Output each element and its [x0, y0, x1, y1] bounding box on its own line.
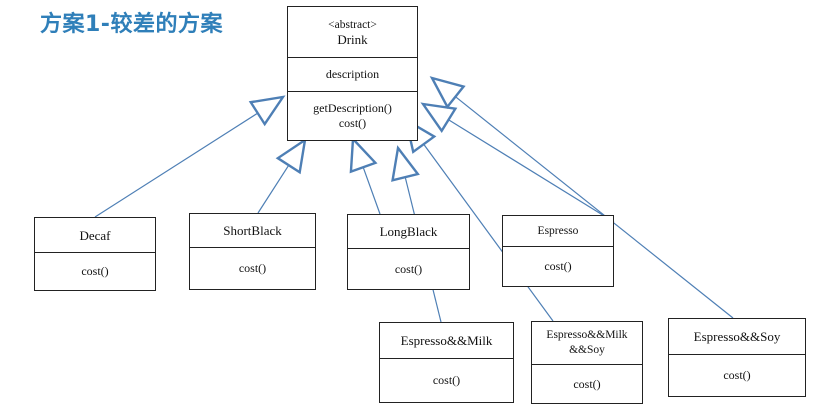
class-name: Espresso	[537, 224, 579, 237]
class-name: ShortBlack	[223, 223, 282, 238]
class-decaf: Decaf cost()	[34, 217, 156, 291]
class-shortblack: ShortBlack cost()	[189, 213, 316, 290]
arrow-espresso-head	[420, 102, 458, 134]
class-name: Espresso&&Milk	[400, 333, 493, 348]
class-espresso-milk: Espresso&&Milk cost()	[379, 322, 514, 403]
class-drink: <abstract> Drink description getDescript…	[287, 6, 418, 141]
arrow-longblack-line	[362, 167, 381, 215]
diagram-title: 方案1-较差的方案	[40, 12, 223, 37]
class-drink-attribute: description	[325, 67, 380, 81]
class-name: Decaf	[79, 227, 111, 243]
class-drink-attributes: description	[288, 57, 417, 91]
class-longblack: LongBlack cost()	[347, 214, 470, 290]
arrow-espresso-soy-line	[455, 96, 734, 319]
class-drink-method: cost()	[338, 116, 367, 130]
arrow-longblack-head	[349, 136, 378, 174]
arrow-espresso-soy-head	[429, 76, 466, 110]
class-espresso-milk-soy: Espresso&&Milk &&Soy cost()	[531, 321, 643, 404]
class-espresso-soy: Espresso&&Soy cost()	[668, 318, 806, 397]
class-method: cost()	[544, 259, 572, 273]
arrow-espresso-milk-soy-line	[423, 143, 554, 322]
arrow-shortblack-head	[275, 137, 307, 175]
class-method: cost()	[573, 376, 601, 391]
class-drink-method: getDescription()	[313, 101, 392, 115]
class-espresso: Espresso cost()	[502, 215, 614, 287]
class-method: cost()	[238, 261, 267, 275]
class-name: Espresso&&Soy	[693, 329, 781, 344]
class-drink-stereotype: <abstract>	[328, 18, 377, 31]
class-name: LongBlack	[379, 224, 438, 239]
class-drink-name: Drink	[337, 31, 368, 47]
arrow-shortblack-line	[257, 164, 290, 214]
class-drink-methods: getDescription() cost()	[288, 91, 417, 140]
class-method: cost()	[81, 264, 109, 278]
arrow-decaf-line	[94, 112, 259, 218]
class-drink-header: <abstract> Drink	[288, 7, 417, 57]
class-method: cost()	[723, 368, 751, 382]
arrow-espresso-milk-head	[391, 145, 420, 182]
class-method: cost()	[394, 261, 423, 276]
class-name: Espresso&&Milk &&Soy	[546, 329, 628, 356]
arrow-espresso-line	[448, 119, 615, 223]
class-method: cost()	[432, 373, 461, 387]
arrow-decaf-head	[248, 95, 286, 127]
